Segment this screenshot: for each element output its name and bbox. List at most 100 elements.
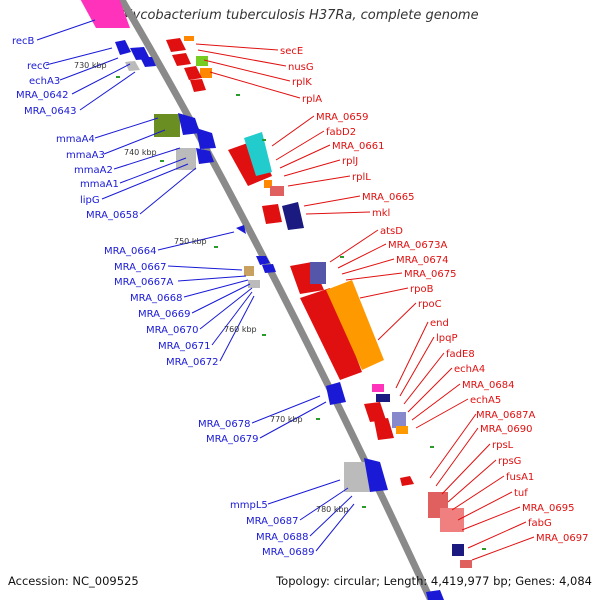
gene-block bbox=[270, 186, 284, 196]
gene-label[interactable]: MRA_0687A bbox=[476, 410, 535, 421]
kbp-label: 730 kbp bbox=[74, 61, 107, 70]
gene-label[interactable]: MRA_0667A bbox=[114, 277, 173, 288]
topology-label: Topology: circular; Length: 4,419,977 bp… bbox=[276, 574, 592, 588]
gene-label[interactable]: MRA_0697 bbox=[536, 533, 588, 544]
gene-label[interactable]: MRA_0674 bbox=[396, 255, 448, 266]
leader-line bbox=[275, 130, 325, 161]
gene-label[interactable]: recC bbox=[27, 61, 50, 72]
kbp-label: 780 kbp bbox=[316, 505, 349, 514]
leader-line bbox=[411, 383, 461, 421]
kbp-label: 750 kbp bbox=[174, 237, 207, 246]
gene-label[interactable]: MRA_0665 bbox=[362, 192, 414, 203]
gene-label[interactable]: rpoB bbox=[410, 284, 434, 295]
gene-label[interactable]: tuf bbox=[514, 488, 528, 499]
gene-arrow bbox=[262, 264, 276, 273]
leader-line bbox=[359, 287, 409, 299]
gene-label[interactable]: rplJ bbox=[342, 156, 358, 167]
gene-arrow bbox=[115, 40, 131, 55]
leader-line bbox=[299, 487, 349, 521]
gene-label[interactable]: MRA_0661 bbox=[332, 141, 384, 152]
gene-label[interactable]: lpqP bbox=[436, 333, 458, 344]
gene-label[interactable]: mmaA2 bbox=[74, 165, 113, 176]
rplK-feature bbox=[196, 56, 208, 66]
leader-line bbox=[45, 47, 113, 66]
rplA-feature bbox=[200, 68, 212, 78]
gene-label[interactable]: MRA_0689 bbox=[262, 547, 314, 558]
track-dash bbox=[236, 94, 240, 96]
leader-line bbox=[209, 71, 301, 99]
gene-label[interactable]: MRA_0668 bbox=[130, 293, 182, 304]
gene-label[interactable]: echA5 bbox=[470, 395, 501, 406]
gene-label[interactable]: MRA_0671 bbox=[158, 341, 210, 352]
gene-label[interactable]: recB bbox=[12, 36, 35, 47]
gene-label[interactable]: echA3 bbox=[29, 76, 60, 87]
gene-block bbox=[396, 426, 408, 434]
leader-line bbox=[337, 243, 387, 269]
gene-label[interactable]: MRA_0678 bbox=[198, 419, 250, 430]
gene-label[interactable]: MRA_0658 bbox=[86, 210, 138, 221]
gene-label[interactable]: MRA_0670 bbox=[146, 325, 198, 336]
gene-label[interactable]: MRA_0673A bbox=[388, 240, 447, 251]
gene-label[interactable]: MRA_0688 bbox=[256, 532, 308, 543]
gene-label[interactable]: MRA_0690 bbox=[480, 424, 532, 435]
gene-label[interactable]: MRA_0669 bbox=[138, 309, 190, 320]
leader-line bbox=[71, 63, 131, 95]
leader-line bbox=[407, 367, 453, 413]
gene-label[interactable]: end bbox=[430, 318, 449, 329]
leader-line bbox=[113, 147, 181, 170]
leader-line bbox=[103, 129, 166, 155]
gene-label[interactable]: mkl bbox=[372, 208, 390, 219]
leader-line bbox=[59, 57, 119, 81]
gene-label[interactable]: rpoC bbox=[418, 299, 442, 310]
track-dash bbox=[316, 418, 320, 420]
gene-label[interactable]: atsD bbox=[380, 226, 403, 237]
gene-label[interactable]: nusG bbox=[288, 62, 314, 73]
gene-label[interactable]: echA4 bbox=[454, 364, 485, 375]
echA4-feature bbox=[392, 412, 406, 428]
leader-line bbox=[429, 413, 477, 479]
gene-label[interactable]: mmaA3 bbox=[66, 150, 105, 161]
leader-line bbox=[139, 167, 197, 215]
leader-line bbox=[399, 336, 435, 397]
gene-label[interactable]: MRA_0642 bbox=[16, 90, 68, 101]
nusG-feature bbox=[184, 36, 194, 41]
gene-label[interactable]: rplK bbox=[292, 77, 312, 88]
atsD-feature bbox=[290, 262, 324, 294]
gene-label[interactable]: secE bbox=[280, 46, 303, 57]
gene-arrow bbox=[184, 66, 202, 80]
secE-feature bbox=[166, 38, 186, 52]
leader-line bbox=[211, 291, 253, 346]
gene-label[interactable]: MRA_0687 bbox=[246, 516, 298, 527]
rplL-feature bbox=[264, 180, 272, 188]
track-dash bbox=[214, 246, 218, 248]
gene-label[interactable]: MRA_0664 bbox=[104, 246, 156, 257]
gene-label[interactable]: MRA_0684 bbox=[462, 380, 514, 391]
gene-label[interactable]: fabG bbox=[528, 518, 552, 529]
gene-label[interactable]: rplA bbox=[302, 94, 322, 105]
gene-label[interactable]: fadE8 bbox=[446, 349, 475, 360]
gene-label[interactable]: MRA_0695 bbox=[522, 503, 574, 514]
leader-line bbox=[157, 231, 235, 251]
accession-label: Accession: NC_009525 bbox=[8, 574, 139, 588]
gene-label[interactable]: fusA1 bbox=[506, 472, 534, 483]
gene-label[interactable]: MRA_0675 bbox=[404, 269, 456, 280]
gene-label[interactable]: mmpL5 bbox=[230, 500, 268, 511]
gene-label[interactable]: mmaA4 bbox=[56, 134, 95, 145]
gene-label[interactable]: MRA_0667 bbox=[114, 262, 166, 273]
gene-label[interactable]: rplL bbox=[352, 172, 371, 183]
gene-label[interactable]: MRA_0659 bbox=[316, 112, 368, 123]
gene-label[interactable]: MRA_0643 bbox=[24, 106, 76, 117]
gene-label[interactable]: lipG bbox=[80, 195, 100, 206]
gene-arrow bbox=[130, 47, 150, 60]
mmaA4-feature bbox=[154, 114, 180, 137]
gene-label[interactable]: MRA_0679 bbox=[206, 434, 258, 445]
leader-line bbox=[395, 321, 429, 389]
gene-label[interactable]: mmaA1 bbox=[80, 179, 119, 190]
gene-label[interactable]: rpsG bbox=[498, 456, 521, 467]
gene-label[interactable]: MRA_0672 bbox=[166, 357, 218, 368]
leader-line bbox=[203, 59, 291, 82]
gene-label[interactable]: fabD2 bbox=[326, 127, 356, 138]
kbp-label: 760 kbp bbox=[224, 325, 257, 334]
MRA_0678-feature bbox=[326, 382, 346, 405]
gene-label[interactable]: rpsL bbox=[492, 440, 514, 451]
